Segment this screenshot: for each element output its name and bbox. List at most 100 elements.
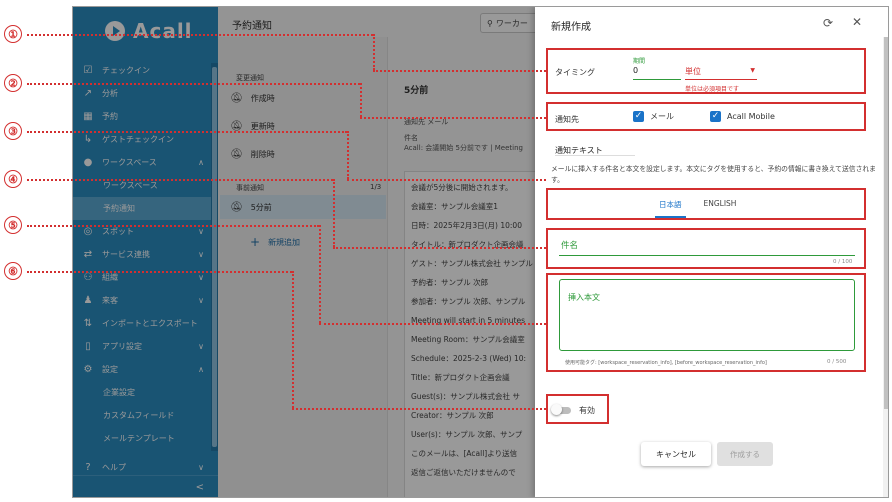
app-icon: ▯ — [85, 340, 91, 352]
dialog-scrollbar[interactable] — [883, 37, 888, 497]
sidebar-item-label: 組織 — [102, 273, 118, 282]
before-section-count: 1/3 — [370, 183, 382, 191]
enabled-toggle[interactable]: 有効 — [551, 404, 595, 416]
chevron-down-icon: ∨ — [198, 342, 204, 351]
preview-line: Schedule：2025-2-3 (Wed) 10: — [411, 354, 527, 363]
leader-line — [333, 179, 335, 247]
dropdown-arrow-icon: ▼ — [750, 67, 755, 74]
subject-input[interactable]: 件名 — [561, 241, 579, 251]
sidebar-item-label: 設定 — [102, 365, 118, 374]
notification-list: 変更通知 🔕︎作成時 🔕︎更新時 🔕︎削除時 事前通知 1/3 🔕︎5分前 — [218, 37, 388, 497]
available-tags-hint: 使用可能タグ: [workspace_reservation_info], [b… — [565, 360, 767, 366]
new-notification-dialog: 新規作成 ⟳ ✕ タイミング 期間 0 単位 ▼ 単位は必須項目です 通知先 ✓… — [535, 7, 888, 497]
sidebar-collapse-button[interactable]: < — [73, 475, 218, 497]
highlight-box-subject — [546, 228, 866, 269]
sidebar-item[interactable]: ▯アプリ設定∨ — [73, 335, 218, 358]
cancel-button[interactable]: キャンセル — [641, 442, 711, 466]
sidebar-item[interactable]: ⚇組織∨ — [73, 266, 218, 289]
chevron-down-icon: ∨ — [198, 227, 204, 236]
timing-unit-select[interactable]: 単位 ▼ — [685, 64, 757, 80]
preview-line: 会議室：サンプル会議室1 — [411, 202, 499, 211]
divider — [555, 155, 635, 156]
close-icon[interactable]: ✕ — [852, 15, 863, 29]
chevron-up-icon: ∧ — [198, 158, 204, 167]
toggle-knob[interactable] — [551, 404, 562, 415]
preview-line: 日時：2025年2月3日(月) 10:00 — [411, 221, 522, 230]
sidebar-item[interactable]: ▦予約 — [73, 105, 218, 128]
tab-japanese[interactable]: 日本語 — [655, 197, 686, 218]
sidebar-item-label: 企業設定 — [103, 388, 135, 397]
leader-line — [347, 131, 349, 179]
notify-text-description: メールに挿入する件名と本文を設定します。本文にタグを使用すると、予約の情報に書き… — [551, 165, 876, 184]
sidebar-item[interactable]: ↗分析 — [73, 82, 218, 105]
notification-detail: 5分前 通知先 メール 件名 Acall: 会議開始 5分前です | Meeti… — [400, 37, 560, 497]
sidebar-item-label: 予約通知 — [103, 204, 135, 213]
list-item-selected[interactable]: 🔕︎5分前 — [220, 195, 386, 219]
sidebar-item-label: ゲストチェックイン — [102, 135, 174, 144]
refresh-icon[interactable]: ⟳ — [823, 16, 834, 30]
preview-line: 会議が5分後に開始されます。 — [411, 183, 513, 192]
sidebar-item[interactable]: ☑チェックイン — [73, 59, 218, 82]
leader-line — [360, 117, 546, 119]
sidebar-scroll-thumb[interactable] — [212, 67, 217, 447]
sidebar-item[interactable]: ♟来客∨ — [73, 289, 218, 312]
add-new-button[interactable]: + 新規追加 — [250, 235, 301, 249]
sidebar-item[interactable]: メールテンプレート — [73, 427, 218, 450]
sidebar-item[interactable]: ワークスペース — [73, 174, 218, 197]
sidebar-nav: ☑チェックイン↗分析▦予約↳ゲストチェックイン●ワークスペース∧ワークスペース予… — [73, 59, 218, 479]
acall-logo-icon — [105, 21, 125, 41]
email-checkbox[interactable]: ✓ メール — [633, 111, 674, 122]
sidebar-item[interactable]: カスタムフィールド — [73, 404, 218, 427]
sidebar-item[interactable]: ↳ゲストチェックイン — [73, 128, 218, 151]
mail-preview: 会議が5分後に開始されます。会議室：サンプル会議室1 日時：2025年2月3日(月… — [404, 171, 554, 497]
app-window: Acall ☑チェックイン↗分析▦予約↳ゲストチェックイン●ワークスペース∧ワー… — [72, 6, 889, 498]
annotation-marker-1: ① — [4, 25, 22, 43]
acall-mobile-checkbox[interactable]: ✓ Acall Mobile — [710, 111, 775, 122]
highlight-box-toggle — [546, 394, 609, 424]
preview-line: Meeting Room：サンプル会議室 — [411, 335, 525, 344]
leader-line — [319, 225, 321, 323]
sidebar-item[interactable]: ◎スポット∨ — [73, 220, 218, 243]
sidebar-item[interactable]: ⇅インポートとエクスポート — [73, 312, 218, 335]
preview-line: 予約者：サンプル 次郎 — [411, 278, 489, 287]
tab-english[interactable]: ENGLISH — [703, 199, 737, 208]
highlight-box-language-tabs — [546, 188, 866, 220]
sidebar-item-help[interactable]: ?ヘルプ∨ — [73, 456, 218, 479]
sidebar-item-label: ヘルプ — [102, 463, 126, 472]
sidebar-scrollbar[interactable] — [211, 63, 218, 451]
import-export-icon: ⇅ — [83, 317, 93, 329]
brand-logo[interactable]: Acall — [105, 19, 193, 43]
sidebar-item[interactable]: ●ワークスペース∧ — [73, 151, 218, 174]
change-section-label: 変更通知 — [236, 74, 264, 82]
detail-title: 5分前 — [404, 86, 429, 96]
leader-line — [27, 225, 319, 227]
timing-value-input[interactable]: 0 — [633, 64, 681, 80]
unit-error-text: 単位は必須項目です — [685, 86, 740, 93]
sidebar-item[interactable]: ⇄サービス連携∨ — [73, 243, 218, 266]
subject-underline — [559, 255, 855, 256]
body-textarea[interactable]: 挿入本文 — [559, 279, 855, 351]
worker-button-label: ワーカー — [495, 18, 528, 28]
list-item[interactable]: 🔕︎更新時 — [230, 121, 275, 132]
sidebar-item[interactable]: ⚙設定∧ — [73, 358, 218, 381]
leader-line — [347, 179, 546, 181]
leader-line — [333, 247, 546, 249]
list-item[interactable]: 🔕︎削除時 — [230, 149, 275, 160]
preview-line: ゲスト：サンプル株式会社 サンプル — [411, 259, 533, 268]
sidebar-item[interactable]: 予約通知 — [73, 197, 218, 220]
visitor-icon: ♟ — [83, 294, 93, 306]
worker-button[interactable]: ⚲ ワーカー — [480, 13, 540, 33]
sidebar-item[interactable]: 企業設定 — [73, 381, 218, 404]
bell-off-icon: 🔕︎ — [230, 121, 243, 132]
chevron-down-icon: ∨ — [198, 250, 204, 259]
annotation-marker-4: ④ — [4, 170, 22, 188]
dialog-scroll-thumb[interactable] — [884, 37, 888, 409]
create-button[interactable]: 作成する — [717, 442, 773, 466]
toggle-track[interactable] — [551, 404, 571, 415]
annotation-marker-2: ② — [4, 74, 22, 92]
annotation-marker-5: ⑤ — [4, 216, 22, 234]
timing-small-label: 期間 — [633, 58, 646, 65]
check-square-icon: ☑ — [83, 64, 93, 76]
list-item[interactable]: 🔕︎作成時 — [230, 93, 275, 104]
body-char-count: 0 / 500 — [827, 359, 847, 365]
